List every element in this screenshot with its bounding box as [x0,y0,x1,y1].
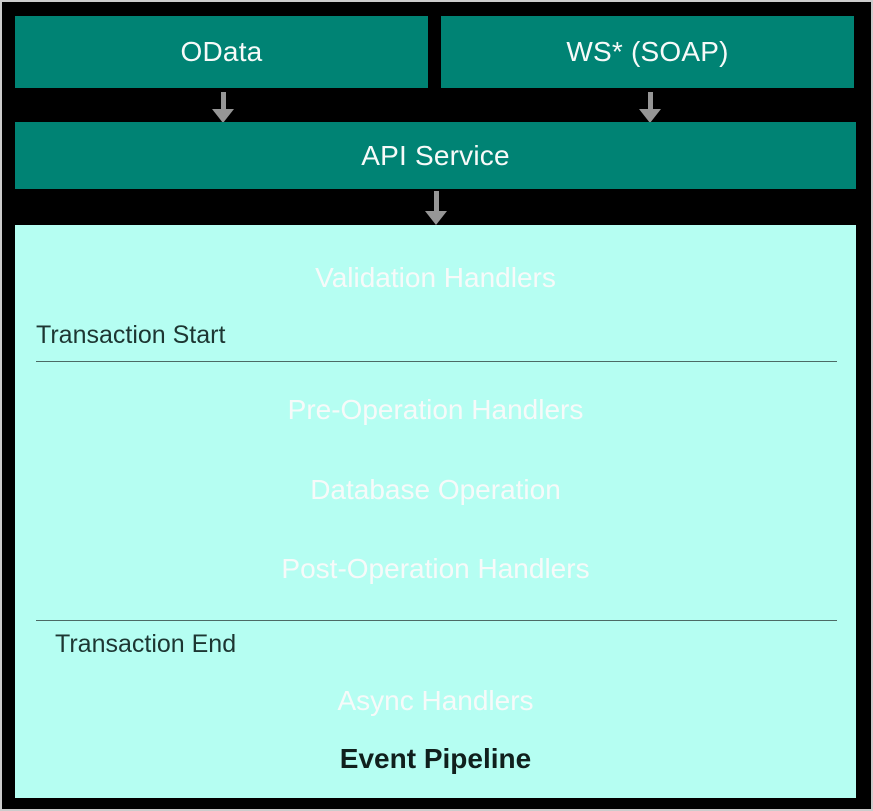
stage-post-operation-handlers: Post-Operation Handlers [281,553,590,584]
transaction-end-label: Transaction End [55,630,237,658]
event-pipeline-title: Event Pipeline [339,743,532,774]
ws-soap-source-box: WS* (SOAP) [441,16,854,88]
transaction-start-divider [36,361,837,362]
arrow-head [639,109,661,123]
arrow-head [425,211,447,225]
arrow-stem [647,92,653,109]
arrow-odata-to-api-icon [212,92,234,123]
stage-database-operation: Database Operation [310,473,561,505]
arrow-head [212,109,234,123]
arrow-ws-to-api-icon [639,92,661,123]
stage-pre-operation-handlers: Pre-Operation Handlers [287,393,584,425]
api-service-box: API Service [15,122,856,189]
arrow-stem [433,191,439,211]
transaction-end-divider [36,620,837,621]
event-pipeline-container: Validation Handlers Transaction Start Pr… [15,225,856,798]
transaction-start-label: Transaction Start [36,321,226,349]
stage-async-handlers: Async Handlers [337,685,534,716]
stage-validation-handlers: Validation Handlers [315,261,556,293]
arrow-api-to-pipeline-icon [425,191,447,225]
odata-source-box: OData [15,16,428,88]
arrow-stem [220,92,226,109]
